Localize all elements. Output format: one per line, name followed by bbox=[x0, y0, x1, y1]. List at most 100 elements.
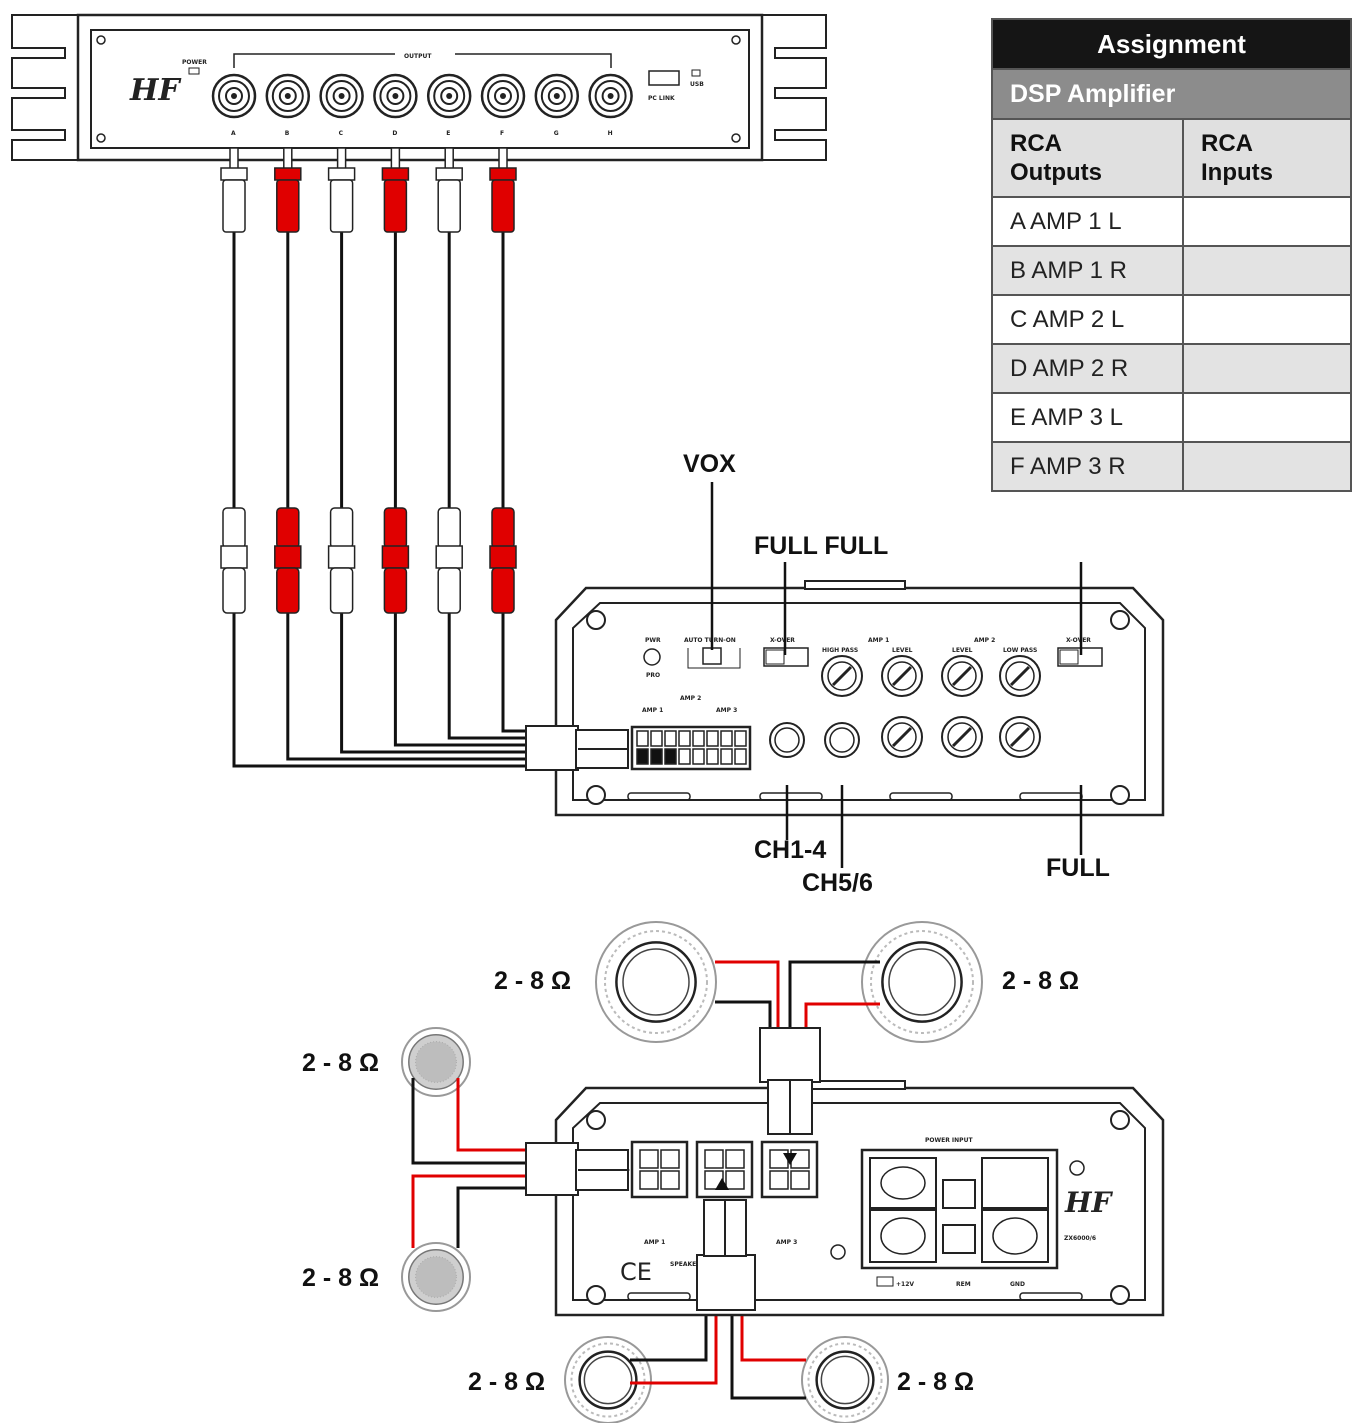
column-header-rca-inputs-line1: RCA bbox=[1201, 130, 1253, 157]
speaker-bottom-right bbox=[801, 1336, 889, 1423]
plus12v-label: +12V bbox=[896, 1281, 914, 1288]
speaker-terminal-amp2[interactable] bbox=[695, 1140, 754, 1199]
amp-bottom-screws bbox=[586, 1110, 1130, 1305]
ground-screw bbox=[830, 1244, 846, 1260]
table-row: A AMP 1 L bbox=[991, 196, 1352, 247]
amplifier-output-side: AMP 1 AMP 3 SPEAKER OUTPUT CE POWER INPU… bbox=[525, 1027, 1165, 1317]
table-cell-output: A AMP 1 L bbox=[991, 196, 1184, 247]
speaker-terminal-amp3[interactable] bbox=[760, 1140, 819, 1199]
input-select-ch1-4-inner bbox=[774, 727, 800, 753]
knob-5[interactable] bbox=[881, 716, 923, 758]
input-terminal-cells bbox=[636, 730, 747, 765]
xover-switch-1-knob bbox=[765, 649, 785, 665]
wire-left-lower-black bbox=[456, 1186, 528, 1248]
gain-knobs bbox=[821, 655, 1041, 758]
protect-led bbox=[1069, 1160, 1085, 1176]
rca-jack-d[interactable]: D bbox=[373, 73, 418, 137]
terminal-cell bbox=[650, 730, 663, 747]
terminal-cell bbox=[734, 730, 747, 747]
knob-3[interactable] bbox=[941, 655, 983, 697]
rca-jack-a[interactable]: A bbox=[211, 73, 257, 137]
speakers bbox=[401, 921, 983, 1423]
wire-left-upper-black bbox=[411, 1078, 528, 1165]
amp1-tag: AMP 1 bbox=[868, 637, 889, 644]
speaker-wires bbox=[411, 960, 880, 1400]
callout-full-full: FULL FULL bbox=[754, 532, 889, 560]
pwr-label: PWR bbox=[645, 637, 661, 644]
dsp-output-bracket bbox=[233, 53, 612, 68]
terminal-cell bbox=[636, 730, 649, 747]
rca-cable-d bbox=[381, 147, 526, 747]
ce-mark: CE bbox=[620, 1258, 652, 1286]
terminal-cell bbox=[734, 748, 747, 765]
speaker-terminal-amp1[interactable] bbox=[630, 1140, 689, 1199]
dsp-left-fins bbox=[11, 14, 78, 161]
amp-top-housing bbox=[554, 586, 1165, 817]
pc-link-port[interactable] bbox=[648, 70, 680, 86]
amp-top-slots bbox=[627, 792, 1083, 801]
table-cell-input bbox=[1182, 441, 1352, 492]
column-header-rca-outputs-line2: Outputs bbox=[1010, 159, 1102, 186]
xover-label-2: X-OVER bbox=[1066, 637, 1091, 644]
amp2-tag: AMP 2 bbox=[974, 637, 995, 644]
amp1-terminal-label: AMP 1 bbox=[642, 707, 663, 714]
dsp-logo: HF bbox=[129, 73, 182, 108]
rca-cables bbox=[220, 147, 526, 768]
rca-jack-g[interactable]: G bbox=[534, 73, 580, 137]
knob-6[interactable] bbox=[941, 716, 983, 758]
rca-jack-label: H bbox=[608, 130, 613, 137]
table-cell-output: E AMP 3 L bbox=[991, 392, 1184, 443]
wire-left-lower-red bbox=[411, 1174, 528, 1248]
speaker-harness-bottom bbox=[696, 1254, 756, 1311]
rca-jack-label: D bbox=[392, 130, 397, 137]
terminal-cell bbox=[664, 730, 677, 747]
rca-jack-c[interactable]: C bbox=[319, 73, 364, 137]
impedance-label-top-left: 2 - 8 Ω bbox=[494, 967, 572, 995]
rca-jack-b[interactable]: B bbox=[265, 73, 311, 137]
knob-1[interactable] bbox=[821, 655, 863, 697]
rem-label: REM bbox=[956, 1281, 971, 1288]
knob-2[interactable] bbox=[881, 655, 923, 697]
wire-bottom-right-black bbox=[730, 1310, 806, 1400]
tweeter-upper-left bbox=[401, 1027, 471, 1097]
dsp-face bbox=[90, 29, 750, 149]
auto-turn-on-bracket bbox=[687, 648, 741, 669]
tweeter-lower-left bbox=[401, 1242, 471, 1312]
level-label-2: LEVEL bbox=[952, 647, 973, 654]
amp3-terminal-label: AMP 3 bbox=[716, 707, 737, 714]
wire-left-upper-red bbox=[456, 1078, 528, 1152]
impedance-label-bottom-left: 2 - 8 Ω bbox=[468, 1368, 546, 1396]
xover-switch-2-knob bbox=[1059, 649, 1079, 665]
power-input-terminal[interactable] bbox=[860, 1148, 1059, 1270]
knob-4[interactable] bbox=[999, 655, 1041, 697]
impedance-label-tweeter-upper: 2 - 8 Ω bbox=[302, 1049, 380, 1077]
low-pass-label: LOW PASS bbox=[1003, 647, 1037, 654]
xover-label-1: X-OVER bbox=[770, 637, 795, 644]
table-row: B AMP 1 R bbox=[991, 245, 1352, 296]
column-header-rca-outputs-line1: RCA bbox=[1010, 130, 1062, 157]
table-cell-output: F AMP 3 R bbox=[991, 441, 1184, 492]
terminal-cell bbox=[706, 748, 719, 765]
rca-jack-f[interactable]: F bbox=[480, 73, 526, 137]
table-cell-input bbox=[1182, 245, 1352, 296]
rca-jack-h[interactable]: H bbox=[588, 73, 633, 137]
knob-7[interactable] bbox=[999, 716, 1041, 758]
auto-turn-on-switch[interactable] bbox=[702, 647, 722, 665]
input-select-ch5-6-inner bbox=[829, 727, 855, 753]
impedance-label-top-right: 2 - 8 Ω bbox=[1002, 967, 1080, 995]
rca-jack-label: G bbox=[554, 130, 559, 137]
table-row: E AMP 3 L bbox=[991, 392, 1352, 443]
dsp-output-label: OUTPUT bbox=[404, 53, 432, 60]
rca-cable-c bbox=[327, 147, 526, 754]
table-cell-output: B AMP 1 R bbox=[991, 245, 1184, 296]
rca-jack-e[interactable]: E bbox=[426, 73, 472, 137]
impedance-label-tweeter-lower: 2 - 8 Ω bbox=[302, 1264, 380, 1292]
power-labels: +12V REM GND bbox=[876, 1276, 1025, 1288]
pro-label: PRO bbox=[646, 672, 660, 679]
rca-cable-b bbox=[274, 147, 526, 761]
wire-top-right-black bbox=[788, 960, 880, 1030]
